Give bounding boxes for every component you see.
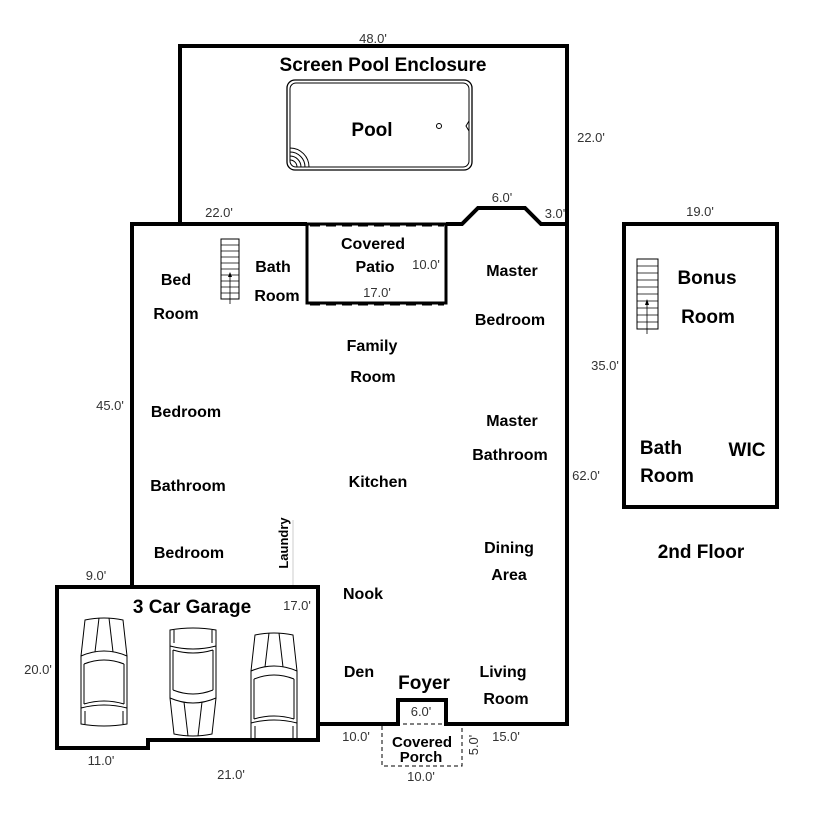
bed-room-label-1: Bed bbox=[161, 272, 191, 289]
pool-enclosure-label: Screen Pool Enclosure bbox=[280, 55, 487, 76]
second-floor-label: 2nd Floor bbox=[658, 542, 745, 563]
living-room-label-2: Room bbox=[483, 691, 528, 708]
bedroom-label-b: Bedroom bbox=[154, 545, 224, 562]
porch-label-2: Porch bbox=[400, 749, 443, 766]
dim-right-side: 62.0' bbox=[572, 468, 600, 483]
bonus-room-label-1: Bonus bbox=[677, 268, 736, 289]
wic-label: WIC bbox=[729, 440, 766, 461]
dim-foyer-width: 6.0' bbox=[411, 704, 432, 719]
garage-label: 3 Car Garage bbox=[133, 597, 251, 618]
car-icon bbox=[169, 627, 217, 737]
den-label: Den bbox=[344, 664, 374, 681]
porch-label-1: Covered bbox=[392, 734, 452, 751]
master-bath-label-2: Bathroom bbox=[472, 447, 548, 464]
bathroom-label: Bathroom bbox=[150, 478, 226, 495]
pool-enclosure-wall bbox=[178, 44, 569, 224]
main-house-right-wall bbox=[318, 206, 569, 726]
bonus-room-label-2: Room bbox=[681, 307, 735, 328]
covered-porch-outline bbox=[381, 723, 463, 767]
master-bedroom-label-1: Master bbox=[486, 263, 538, 280]
dim-garage-bottom-left: 11.0' bbox=[88, 753, 115, 768]
bath-room-2nd-label-2: Room bbox=[640, 466, 694, 487]
master-bath-label-1: Master bbox=[486, 413, 538, 430]
dim-garage-offset: 9.0' bbox=[86, 568, 107, 583]
dim-porch-depth: 5.0' bbox=[466, 735, 481, 756]
dim-second-depth: 35.0' bbox=[591, 358, 619, 373]
dim-garage-depth: 17.0' bbox=[283, 598, 311, 613]
kitchen-label: Kitchen bbox=[349, 474, 408, 491]
dim-garage-side: 20.0' bbox=[24, 662, 52, 677]
bath-room-label-1: Bath bbox=[255, 259, 291, 276]
family-room-label-2: Room bbox=[350, 369, 395, 386]
second-floor-wall bbox=[622, 222, 779, 509]
dim-bump-width: 6.0' bbox=[492, 190, 513, 205]
nook-label: Nook bbox=[343, 586, 383, 603]
dim-patio-width: 17.0' bbox=[363, 285, 391, 300]
master-bedroom-label-2: Bedroom bbox=[475, 312, 545, 329]
pool-return-icon bbox=[465, 120, 470, 132]
dim-den-width: 10.0' bbox=[342, 729, 370, 744]
dim-second-width: 19.0' bbox=[686, 204, 714, 219]
dim-bump-side: 3.0' bbox=[545, 206, 566, 221]
foyer-label: Foyer bbox=[398, 673, 450, 694]
living-room-label-1: Living bbox=[479, 664, 526, 681]
stairs-icon-2nd bbox=[636, 258, 659, 334]
bath-room-label-2: Room bbox=[254, 288, 299, 305]
dim-pool-width: 48.0' bbox=[359, 31, 387, 46]
dim-left-side: 45.0' bbox=[96, 398, 124, 413]
patio-label-2: Patio bbox=[355, 259, 394, 276]
bedroom-label-a: Bedroom bbox=[151, 404, 221, 421]
main-house-wall bbox=[130, 222, 307, 587]
pool-label: Pool bbox=[351, 120, 392, 141]
dim-patio-depth: 10.0' bbox=[412, 257, 440, 272]
pool-inner bbox=[289, 82, 470, 168]
pool-outline bbox=[286, 79, 473, 171]
dim-garage-bottom: 21.0' bbox=[217, 767, 245, 782]
pool-steps-icon bbox=[289, 147, 310, 168]
bed-room-label-2: Room bbox=[153, 306, 198, 323]
dining-label-2: Area bbox=[491, 567, 527, 584]
dining-label-1: Dining bbox=[484, 540, 534, 557]
car-icon bbox=[250, 632, 298, 742]
dim-living-width: 15.0' bbox=[492, 729, 520, 744]
dim-left-top: 22.0' bbox=[205, 205, 233, 220]
patio-label-1: Covered bbox=[341, 236, 405, 253]
dim-pool-depth: 22.0' bbox=[577, 130, 605, 145]
family-room-label-1: Family bbox=[347, 338, 398, 355]
bath-room-2nd-label-1: Bath bbox=[640, 438, 682, 459]
stairs-icon bbox=[220, 238, 240, 304]
laundry-label: Laundry bbox=[276, 517, 291, 569]
car-icon bbox=[80, 617, 128, 727]
dim-porch-width: 10.0' bbox=[407, 769, 435, 784]
pool-drain-icon bbox=[436, 123, 442, 129]
garage-wall bbox=[55, 585, 320, 750]
